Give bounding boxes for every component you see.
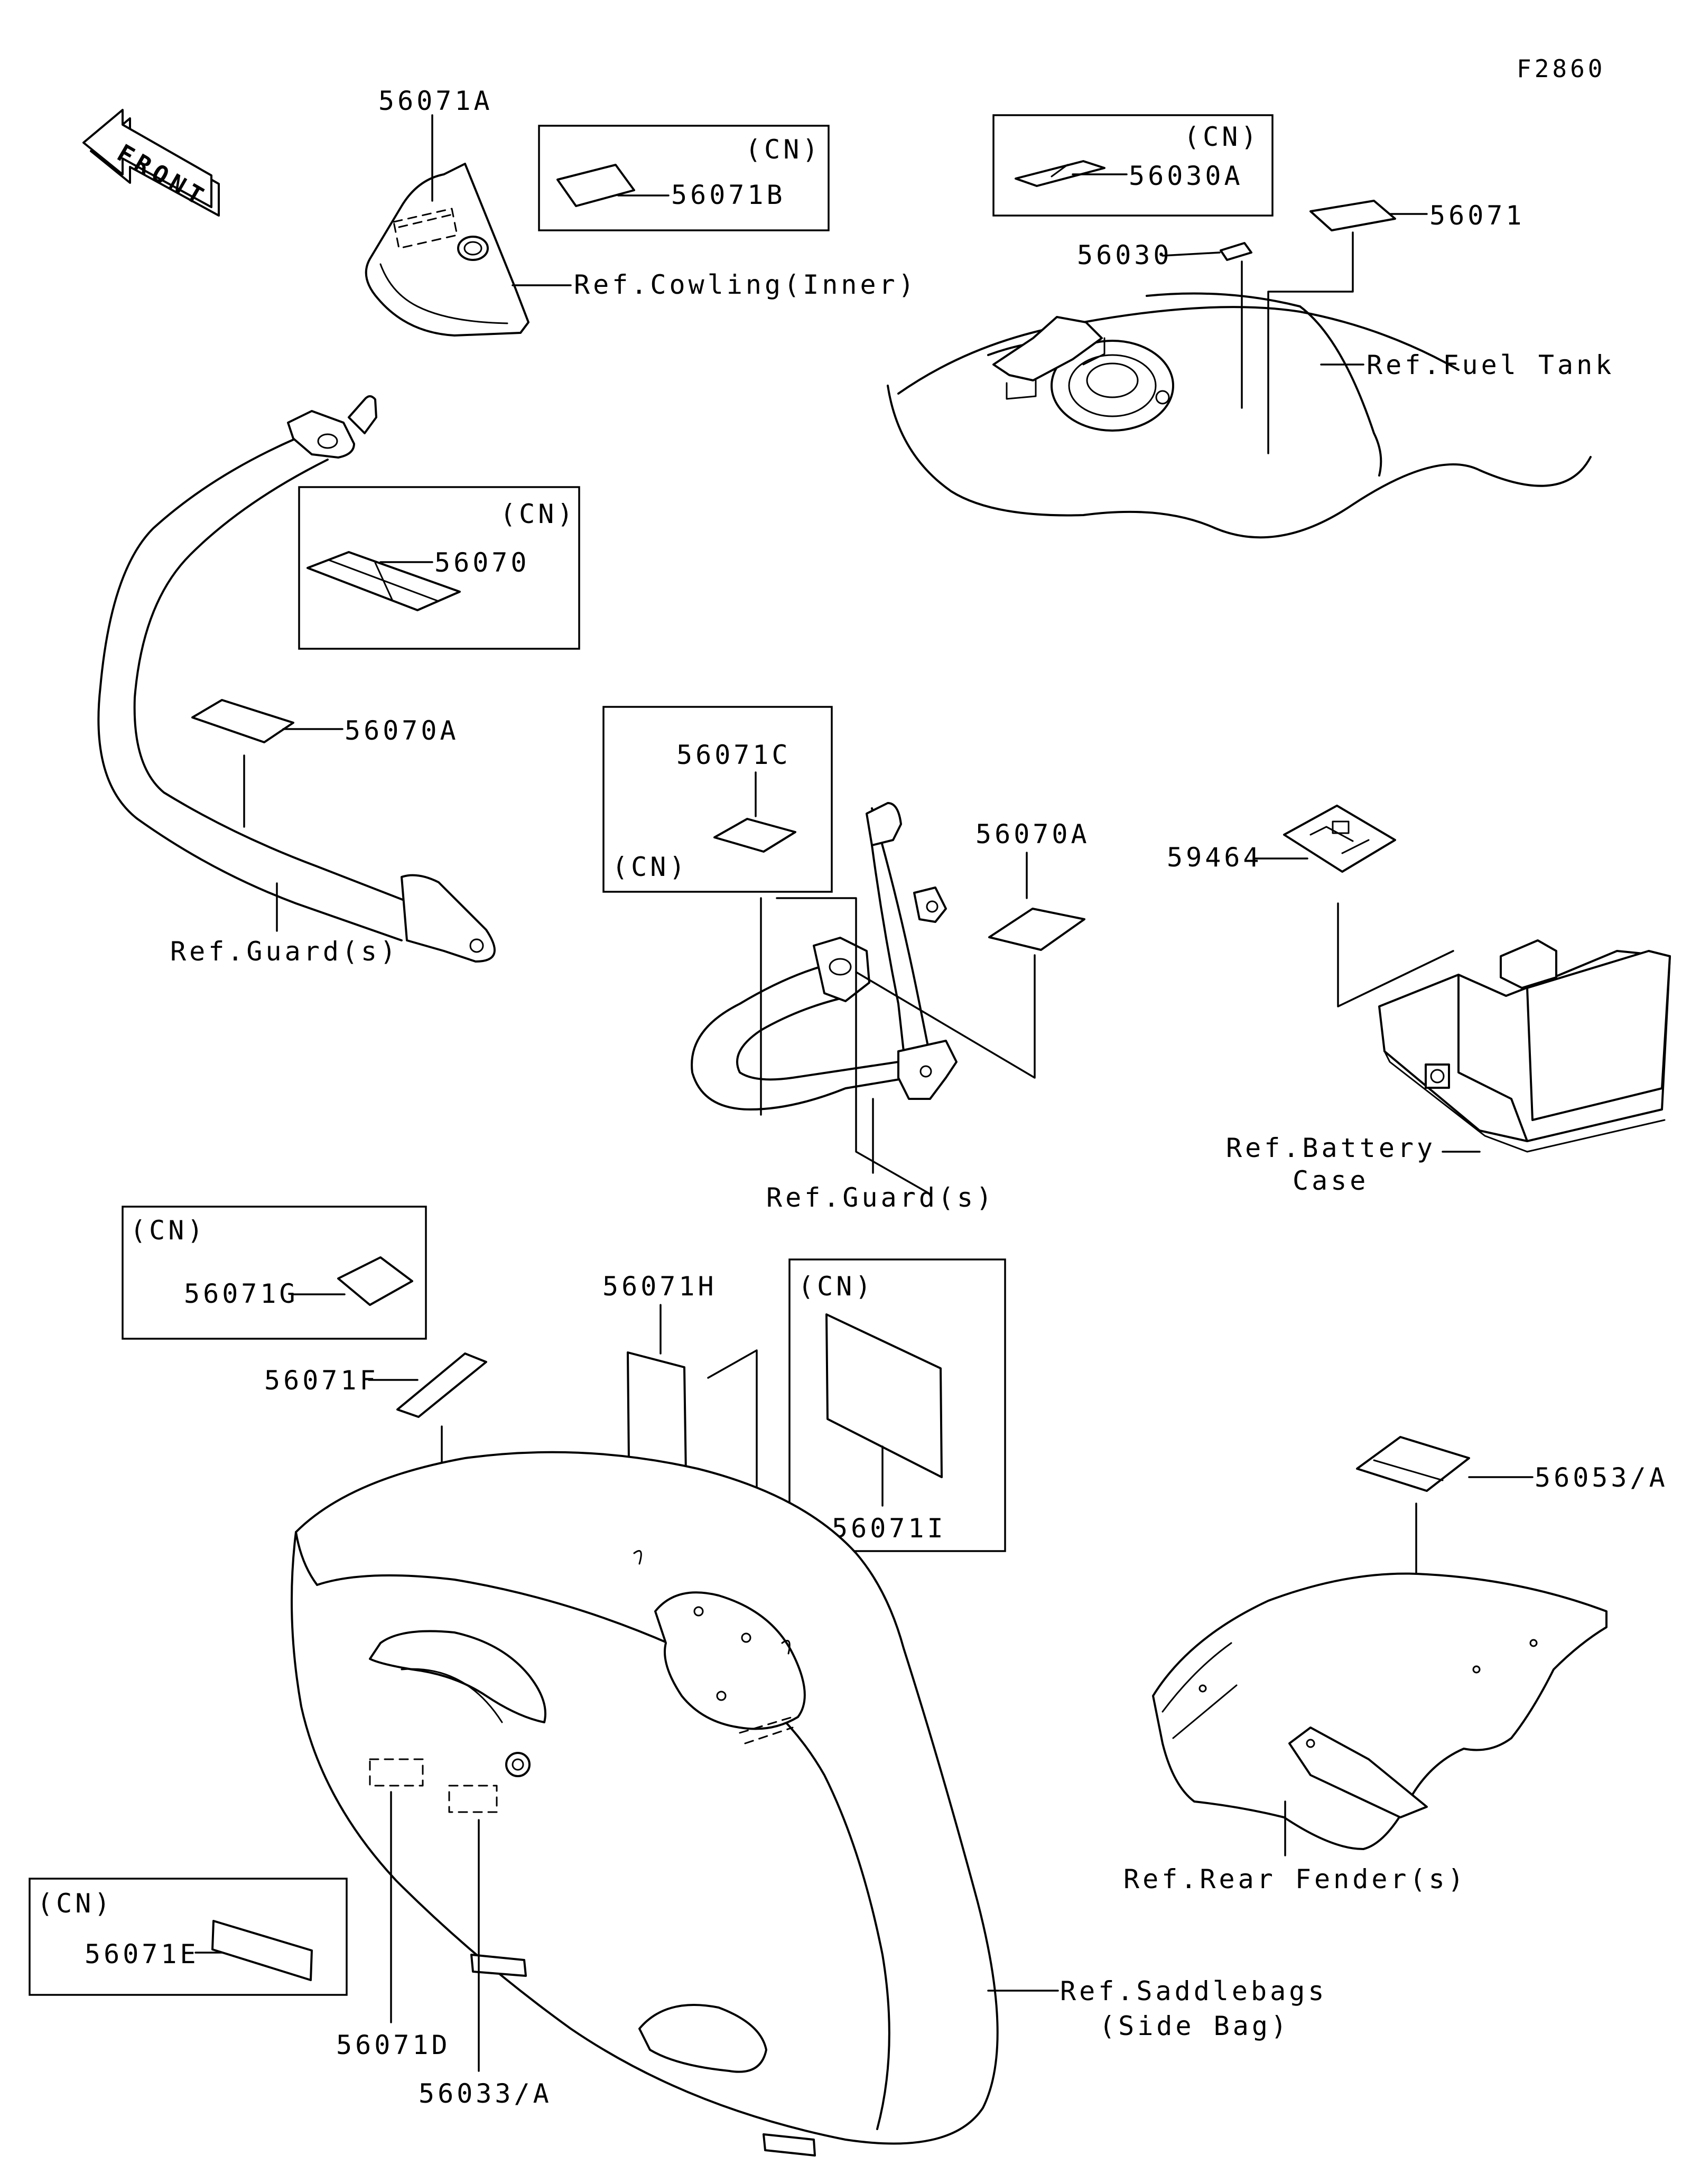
rear-fender-drawing [1152, 1572, 1608, 1850]
label-sticker-56071C [713, 818, 796, 853]
part-number-56030: 56030 [1077, 240, 1173, 270]
ref-saddlebags-2: (Side Bag) [1099, 2011, 1290, 2041]
ref-rear-fender: Ref.Rear Fender(s) [1123, 1864, 1467, 1894]
part-number-56030A: 56030A [1129, 161, 1243, 191]
part-number-56053A: 56053/A [1535, 1462, 1668, 1493]
part-number-56071B: 56071B [671, 180, 786, 210]
part-number-56071F: 56071F [264, 1365, 379, 1396]
part-number-56070: 56070 [434, 547, 530, 578]
ref-battery-case-2: Case [1293, 1165, 1369, 1196]
label-sticker-56071F [396, 1352, 487, 1418]
ref-guard-left: Ref.Guard(s) [170, 936, 399, 967]
part-number-56071H: 56071H [602, 1271, 717, 1302]
cn-tag: (CN) [130, 1215, 206, 1246]
part-number-56071: 56071 [1429, 200, 1525, 231]
saddlebag-drawing [291, 1451, 999, 2157]
figure-code: F2860 [1517, 54, 1605, 83]
part-number-56071I: 56071I [832, 1513, 946, 1544]
label-sticker-56030 [1220, 242, 1252, 261]
cn-tag: (CN) [1184, 122, 1260, 152]
cowling-inner-drawing [365, 163, 529, 337]
label-sticker-56071G [337, 1256, 413, 1306]
part-number-56071G: 56071G [184, 1278, 299, 1309]
battery-case-drawing [1378, 939, 1671, 1153]
part-number-56071E: 56071E [85, 1939, 199, 1970]
cn-tag: (CN) [798, 1271, 874, 1302]
label-sticker-56030A [1015, 160, 1105, 187]
cn-box-56030A [992, 114, 1274, 217]
label-sticker-56071 [1309, 200, 1396, 231]
label-sticker-59464 [1283, 805, 1396, 873]
cn-tag: (CN) [612, 852, 688, 882]
cn-tag: (CN) [37, 1888, 113, 1919]
part-number-56071A: 56071A [378, 86, 493, 116]
label-sticker-56071H [627, 1351, 687, 1476]
label-sticker-56070A-left [191, 699, 294, 743]
label-sticker-56071B [556, 164, 635, 207]
guard-left-drawing [97, 395, 496, 963]
ref-saddlebags: Ref.Saddlebags [1060, 1976, 1327, 2006]
part-number-56033A: 56033/A [419, 2078, 552, 2109]
front-arrow-icon: FRONT [82, 109, 220, 217]
label-sticker-56070A-center [988, 908, 1085, 951]
cn-box-56071C [602, 706, 833, 893]
part-number-56071C: 56071C [676, 740, 791, 770]
part-number-56071D: 56071D [336, 2030, 451, 2060]
fuel-tank-drawing [887, 292, 1592, 539]
label-sticker-56071E [211, 1920, 313, 1981]
label-sticker-56071I [825, 1313, 943, 1478]
ref-guard-center: Ref.Guard(s) [766, 1182, 995, 1213]
part-number-59464: 59464 [1167, 842, 1262, 873]
ref-cowling-inner: Ref.Cowling(Inner) [574, 269, 917, 300]
ref-battery-case: Ref.Battery [1226, 1133, 1436, 1163]
label-sticker-56053A [1356, 1436, 1470, 1492]
part-number-56070A-center: 56070A [975, 819, 1090, 850]
ref-fuel-tank: Ref.Fuel Tank [1367, 350, 1614, 380]
part-number-56070A-left: 56070A [345, 715, 459, 746]
cn-tag: (CN) [500, 499, 576, 529]
cn-tag: (CN) [745, 134, 821, 165]
